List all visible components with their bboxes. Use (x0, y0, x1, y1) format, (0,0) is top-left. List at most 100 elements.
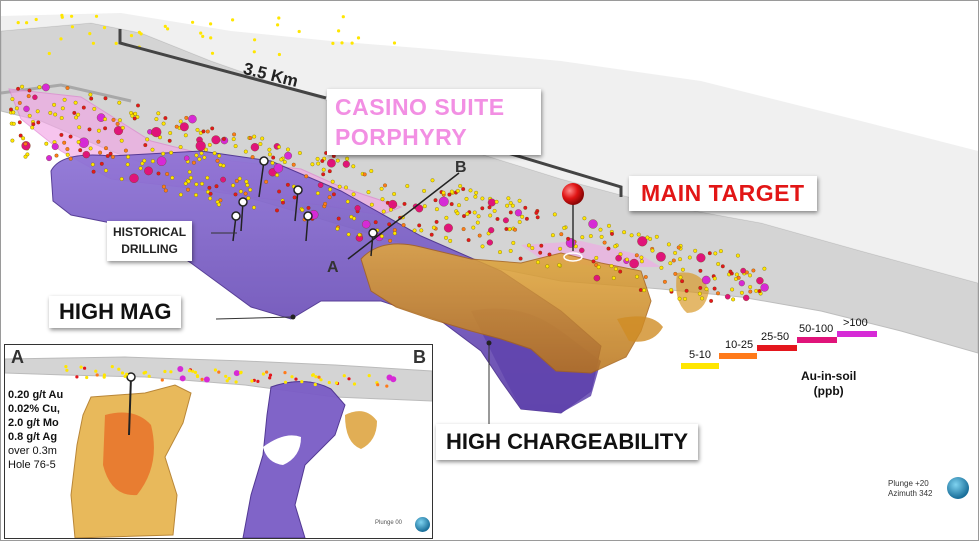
soil-sample-dot (720, 264, 725, 269)
soil-sample-dot (42, 83, 50, 92)
distance-scale-line (118, 29, 327, 100)
soil-sample-dot (349, 214, 354, 219)
assay-result: 0.20 g/t Au 0.02% Cu, 2.0 g/t Mo 0.8 g/t… (8, 388, 63, 472)
soil-sample-dot (253, 38, 257, 42)
soil-sample-dot (133, 111, 138, 116)
inset-sample-dot (79, 365, 83, 369)
soil-sample-dot (337, 29, 341, 33)
soil-sample-dot (65, 147, 70, 152)
soil-sample-dot (673, 250, 678, 255)
high-chargeability-label: HIGH CHARGEABILITY (436, 424, 698, 460)
soil-sample-dot (191, 160, 196, 165)
soil-sample-dot (163, 24, 167, 28)
legend-label-4: 50-100 (799, 323, 834, 335)
soil-sample-dot (119, 177, 124, 181)
soil-sample-dot (514, 209, 522, 217)
soil-sample-dot (184, 155, 190, 161)
assay-mo: 2.0 g/t Mo (8, 417, 59, 429)
legend-swatch-1 (681, 363, 719, 369)
soil-sample-dot (751, 268, 756, 273)
soil-sample-dot (123, 148, 128, 153)
soil-sample-dot (248, 136, 253, 140)
soil-sample-dot (712, 286, 717, 291)
soil-sample-dot (70, 25, 74, 29)
soil-sample-dot (323, 201, 328, 206)
chargeability-lobe-small (617, 316, 663, 342)
inset-sample-dot (261, 372, 265, 376)
soil-sample-dot (48, 110, 53, 115)
soil-sample-dot (718, 249, 723, 254)
inset-scene (5, 356, 432, 538)
soil-sample-dot (113, 126, 124, 136)
soil-sample-dot (140, 161, 145, 166)
soil-sample-dot (117, 100, 122, 105)
soil-sample-dot (243, 149, 248, 154)
soil-sample-dot (284, 151, 292, 160)
soil-sample-dot (145, 137, 150, 142)
soil-sample-dot (150, 147, 155, 152)
soil-sample-dot (320, 159, 325, 163)
soil-sample-dot (539, 243, 544, 248)
inset-sample-dot (160, 378, 164, 382)
soil-sample-dot (739, 290, 744, 295)
soil-sample-dot (270, 160, 275, 165)
soil-sample-dot (415, 204, 424, 213)
soil-sample-dot (744, 270, 749, 275)
soil-sample-dot (246, 196, 251, 201)
soil-sample-dot (535, 215, 540, 220)
soil-sample-dot (245, 183, 250, 188)
soil-sample-dot (362, 172, 367, 177)
soil-sample-dot (356, 36, 361, 40)
soil-sample-dot (517, 220, 522, 224)
soil-sample-dot (276, 23, 280, 27)
soil-sample-dot (207, 185, 212, 190)
soil-sample-dot (188, 114, 197, 124)
inset-sample-dot (314, 375, 318, 379)
soil-sample-dot (534, 210, 539, 215)
inset-sample-dot (110, 365, 114, 369)
soil-sample-dot (202, 155, 207, 160)
section-point-a: A (327, 259, 339, 276)
soil-sample-dot (117, 118, 122, 123)
soil-sample-dot (60, 106, 65, 111)
soil-sample-dot (168, 131, 173, 135)
soil-sample-dot (696, 253, 706, 263)
soil-sample-dot (434, 219, 439, 224)
soil-sample-dot (369, 202, 374, 207)
soil-sample-dot (634, 253, 639, 258)
soil-sample-dot (645, 235, 650, 240)
distance-scale-line-east (507, 151, 623, 197)
soil-sample-dot (21, 136, 26, 141)
inset-sample-dot (317, 375, 321, 379)
soil-sample-dot (508, 210, 513, 215)
inset-sample-dot (64, 365, 68, 369)
soil-sample-dot (81, 105, 86, 110)
soil-sample-dot (419, 228, 424, 233)
soil-sample-dot (654, 234, 659, 239)
soil-sample-dot (599, 234, 604, 239)
soil-sample-dot (351, 192, 356, 197)
soil-sample-dot (258, 142, 263, 146)
soil-sample-dot (524, 216, 529, 221)
soil-sample-dot (429, 232, 434, 237)
soil-sample-dot (327, 158, 336, 168)
soil-sample-dot (88, 31, 92, 36)
soil-sample-dot (596, 265, 601, 270)
soil-sample-dot (676, 245, 681, 250)
soil-sample-dot (582, 216, 587, 221)
soil-sample-dot (90, 162, 95, 167)
soil-sample-dot (264, 179, 269, 184)
soil-sample-dot (10, 97, 15, 102)
soil-sample-dot (637, 236, 648, 247)
soil-sample-dot (111, 117, 116, 122)
legend-label-3: 25-50 (761, 331, 790, 343)
casino-suite-porphyry-label: CASINO SUITE PORPHYRY (327, 89, 541, 155)
main-target-halo (563, 252, 583, 262)
soil-sample-dot (668, 261, 673, 266)
soil-sample-dot (210, 126, 215, 131)
inset-sample-dot (227, 376, 231, 381)
mag-leader (215, 316, 294, 320)
soil-sample-dot (562, 225, 567, 230)
soil-sample-dot (494, 199, 499, 204)
soil-sample-dot (693, 248, 698, 253)
